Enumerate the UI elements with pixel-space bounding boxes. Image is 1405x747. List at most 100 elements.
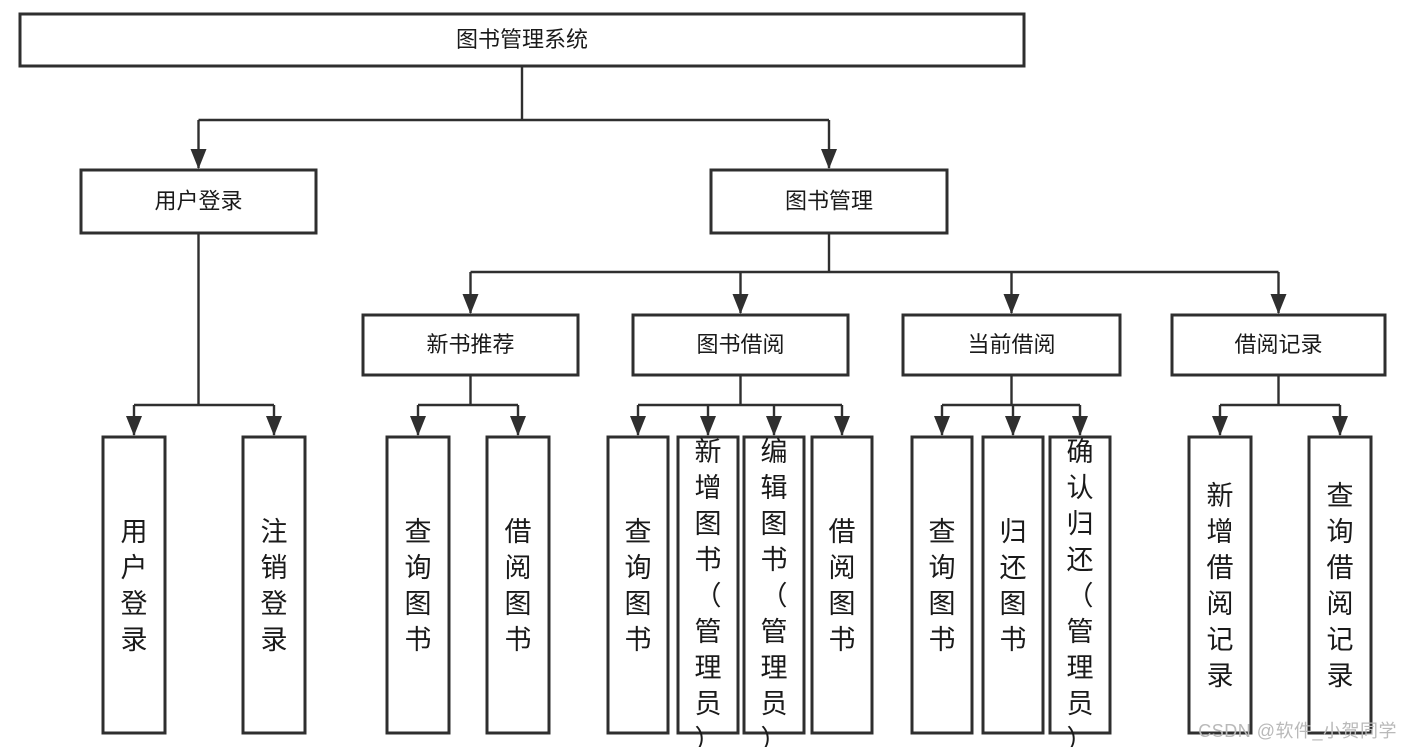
node-box[interactable] — [1187, 435, 1253, 735]
node-book-borrow[interactable]: 图书借阅 — [631, 313, 850, 377]
arrow-head-icon — [630, 416, 646, 436]
leaf-label-char: 图 — [405, 589, 432, 619]
leaf-label-char: 图 — [829, 589, 856, 619]
node-box[interactable] — [101, 435, 167, 735]
leaf-label-char: 员 — [695, 689, 722, 719]
node-leaf-user-login[interactable]: 用户登录 — [101, 435, 167, 735]
node-box[interactable] — [79, 168, 318, 235]
node-box[interactable] — [1048, 435, 1112, 735]
node-box[interactable] — [709, 168, 949, 235]
arrow-head-icon — [1212, 416, 1228, 436]
leaf-label-char: 记 — [1207, 625, 1234, 655]
node-label: 借阅记录 — [1234, 332, 1322, 357]
leaf-label-char: ） — [695, 725, 722, 747]
node-current-borrow[interactable]: 当前借阅 — [901, 313, 1122, 377]
leaf-label-char: 认 — [1067, 473, 1094, 503]
leaf-label-char: 用 — [121, 517, 148, 547]
leaf-label-char: 书 — [695, 545, 722, 575]
node-borrow-record[interactable]: 借阅记录 — [1170, 313, 1387, 377]
node-book-manage[interactable]: 图书管理 — [709, 168, 949, 235]
node-box[interactable] — [676, 435, 740, 735]
node-layer: 图书管理系统用户登录图书管理新书推荐图书借阅当前借阅借阅记录用户登录注销登录查询… — [18, 12, 1387, 747]
node-box[interactable] — [631, 313, 850, 377]
leaf-label-char: 管 — [695, 617, 722, 647]
leaf-label-char: 还 — [1000, 553, 1027, 583]
leaf-label-char: 录 — [1207, 661, 1234, 691]
leaf-label-char: 录 — [261, 625, 288, 655]
node-box[interactable] — [810, 435, 874, 735]
leaf-label-char: 图 — [929, 589, 956, 619]
node-box[interactable] — [1307, 435, 1373, 735]
node-box[interactable] — [742, 435, 806, 735]
leaf-label-char: 书 — [405, 625, 432, 655]
leaf-label-char: 书 — [625, 625, 652, 655]
leaf-label-char: 阅 — [1207, 589, 1234, 619]
leaf-label-char: 登 — [121, 589, 148, 619]
leaf-label-char: ） — [1067, 725, 1094, 747]
leaf-label-char: 销 — [261, 553, 288, 583]
leaf-label-char: 书 — [1000, 625, 1027, 655]
node-box[interactable] — [485, 435, 551, 735]
node-box[interactable] — [910, 435, 974, 735]
node-user-login[interactable]: 用户登录 — [79, 168, 318, 235]
leaf-label-char: 员 — [761, 689, 788, 719]
leaf-label-char: 图 — [761, 509, 788, 539]
leaf-label-char: 阅 — [505, 553, 532, 583]
arrow-head-icon — [410, 416, 426, 436]
node-label: 图书管理系统 — [456, 27, 588, 52]
leaf-label-char: ） — [761, 725, 788, 747]
leaf-label-char: 图 — [1000, 589, 1027, 619]
node-box[interactable] — [1170, 313, 1387, 377]
leaf-label-char: 归 — [1067, 509, 1094, 539]
leaf-label-char: 还 — [1067, 545, 1094, 575]
arrow-head-icon — [934, 416, 950, 436]
arrow-head-icon — [1332, 416, 1348, 436]
leaf-label-char: （ — [761, 581, 788, 611]
node-box[interactable] — [361, 313, 580, 377]
arrow-head-icon — [821, 149, 837, 169]
leaf-label-char: 书 — [929, 625, 956, 655]
watermark-credit: CSDN @软件_小贺同学 — [1198, 721, 1397, 741]
arrow-head-icon — [1005, 416, 1021, 436]
leaf-label-char: 阅 — [829, 553, 856, 583]
arrow-head-icon — [1270, 294, 1287, 314]
node-box[interactable] — [18, 12, 1026, 68]
leaf-label-char: 增 — [695, 473, 722, 503]
leaf-label-char: 借 — [505, 517, 532, 547]
arrow-head-icon — [266, 416, 282, 436]
node-box[interactable] — [385, 435, 451, 735]
node-label: 用户登录 — [154, 188, 242, 213]
leaf-label-char: 归 — [1000, 517, 1027, 547]
node-box[interactable] — [981, 435, 1045, 735]
node-box[interactable] — [606, 435, 670, 735]
node-root-book-management-system[interactable]: 图书管理系统 — [18, 12, 1026, 68]
arrow-head-icon — [1072, 416, 1088, 436]
leaf-label-char: 员 — [1067, 689, 1094, 719]
leaf-label-char: 图 — [625, 589, 652, 619]
node-label: 图书管理 — [785, 188, 873, 213]
leaf-label-char: 理 — [695, 653, 722, 683]
leaf-label-char: 查 — [929, 517, 956, 547]
arrow-head-icon — [732, 294, 749, 314]
leaf-label-char: 图 — [695, 509, 722, 539]
leaf-label-char: 书 — [761, 545, 788, 575]
node-box[interactable] — [901, 313, 1122, 377]
node-new-book-rec[interactable]: 新书推荐 — [361, 313, 580, 377]
leaf-label-char: 管 — [761, 617, 788, 647]
leaf-label-char: 查 — [1327, 481, 1354, 511]
leaf-label-char: 新 — [695, 437, 722, 467]
node-box[interactable] — [241, 435, 307, 735]
